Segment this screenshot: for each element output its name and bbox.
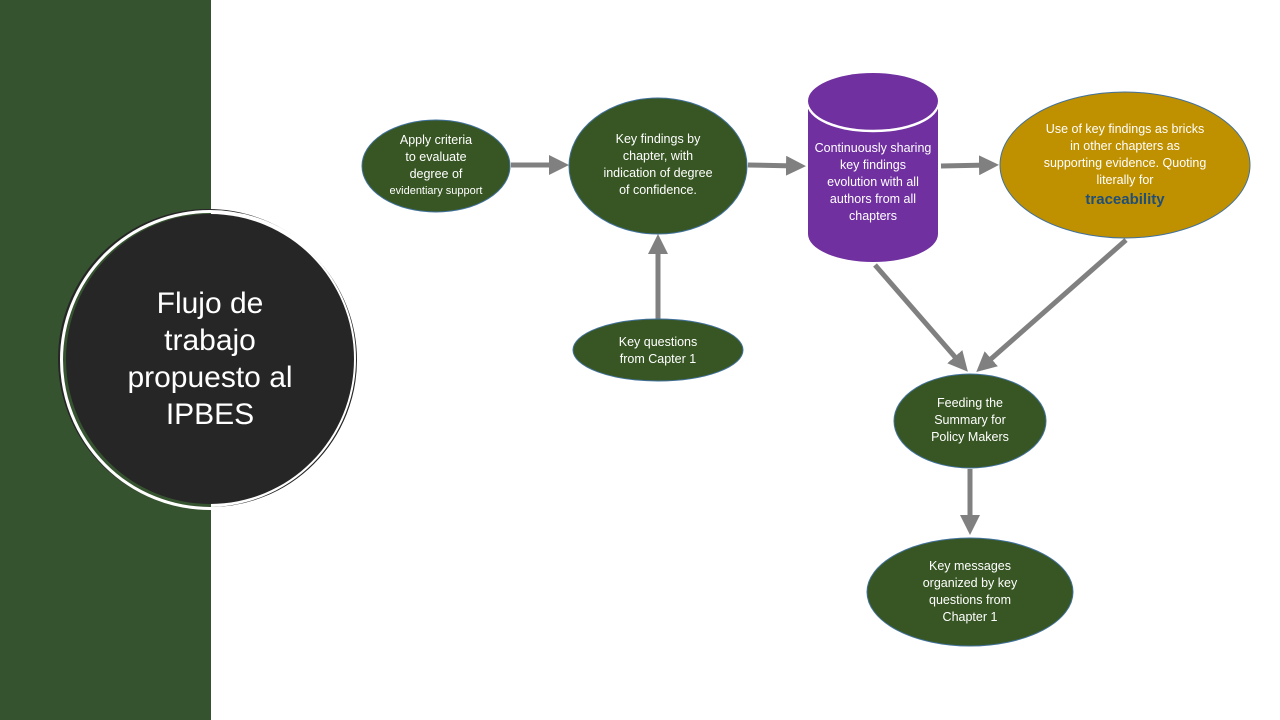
label-feeding-spm-text: Feeding the Summary for Policy Makers [931, 395, 1009, 444]
node-sharing-cylinder [806, 73, 940, 262]
node-use-findings [999, 91, 1251, 239]
label-sharing: Continuously sharing key findings evolut… [814, 138, 932, 226]
slide-title: Flujo de trabajo propuesto al IPBES [127, 287, 293, 431]
node-key-messages [866, 537, 1074, 647]
node-key-findings [568, 97, 748, 235]
arrow-findings-to-sharing [747, 155, 806, 176]
label-use-findings-text: Use of key findings as bricks in other c… [1043, 121, 1207, 187]
arrow-use-to-feeding [976, 238, 1128, 372]
label-use-findings: Use of key findings as bricks in other c… [1040, 116, 1210, 212]
title-ring [60, 210, 360, 510]
arrow-sharing-to-use [940, 155, 999, 176]
arrow-sharing-to-feeding [873, 263, 968, 372]
label-sharing-text: Continuously sharing key findings evolut… [814, 140, 932, 223]
node-key-questions [572, 318, 744, 382]
label-key-findings-text: Key findings by chapter, with indication… [603, 132, 713, 197]
node-apply-criteria [361, 119, 511, 213]
label-key-messages-text: Key messages organized by key questions … [922, 559, 1018, 624]
label-feeding-spm: Feeding the Summary for Policy Makers [922, 392, 1018, 448]
label-apply-line-2: to evaluate [405, 150, 467, 164]
node-feeding-spm [893, 373, 1047, 469]
label-key-findings: Key findings by chapter, with indication… [598, 115, 718, 215]
label-apply-line-1: Apply criteria [399, 133, 473, 147]
label-key-messages: Key messages organized by key questions … [912, 556, 1028, 628]
label-key-questions: Key questions from Capter 1 [608, 333, 708, 369]
label-key-questions-text: Key questions from Capter 1 [618, 335, 698, 366]
label-traceability: traceability [1085, 190, 1165, 208]
title-circle: Flujo de trabajo propuesto al IPBES [66, 214, 354, 504]
label-apply-criteria: Apply criteria to evaluate degree of evi… [370, 126, 502, 206]
label-apply-line-3: degree of [409, 167, 463, 181]
label-apply-line-4: evidentiary support [389, 185, 483, 197]
